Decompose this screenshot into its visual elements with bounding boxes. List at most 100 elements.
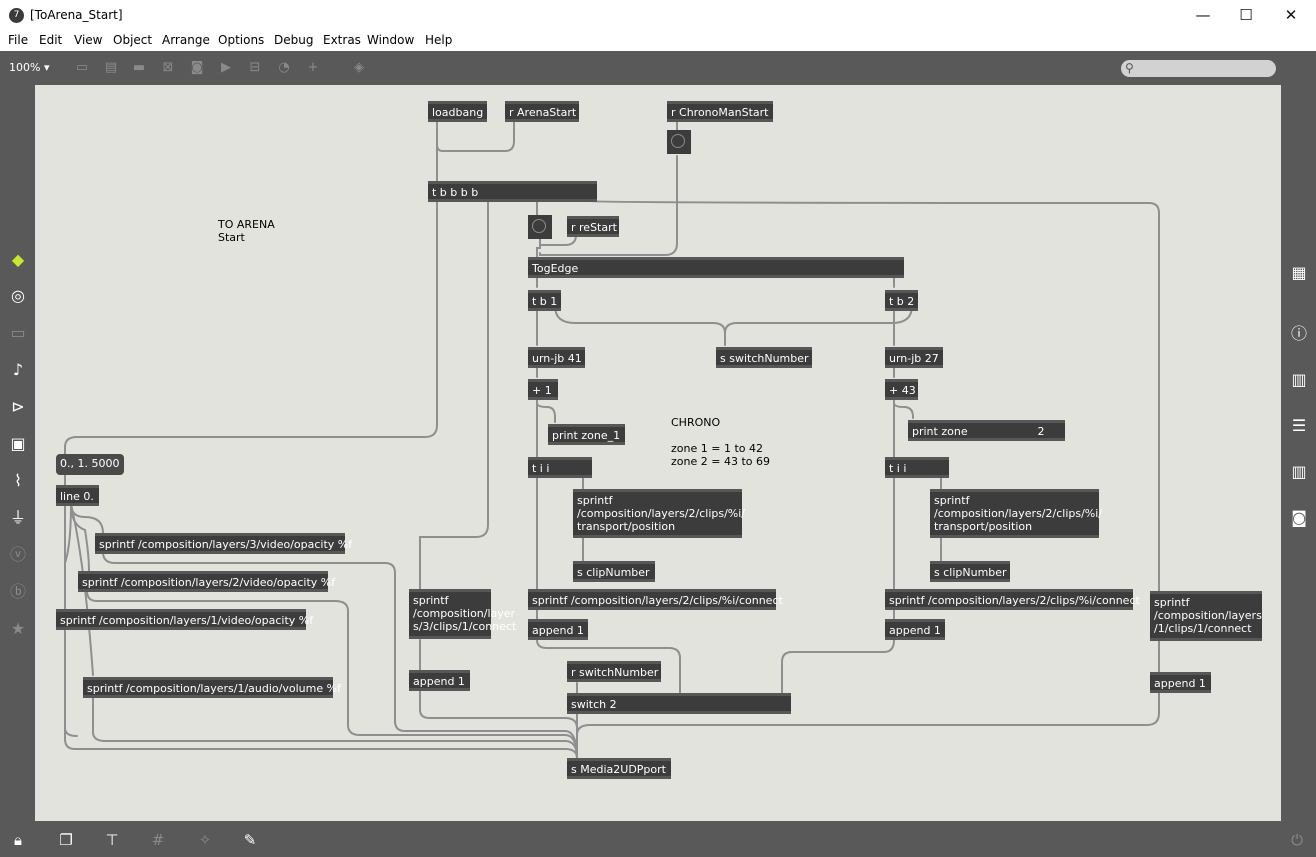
sprintf-layer3-connect[interactable]: sprintf /composition/layer s/3/clips/1/c…	[409, 589, 516, 639]
trigger-b1-object[interactable]: t b 1	[528, 290, 561, 311]
print-zone1-object[interactable]: print zone_1	[548, 424, 625, 445]
menu-help[interactable]: Help	[425, 33, 453, 47]
plus-icon[interactable]: +	[307, 60, 319, 75]
windows-icon[interactable]: ❐	[59, 831, 73, 849]
trigger-bbbb-object[interactable]: t b b b b	[428, 181, 597, 202]
grid-icon[interactable]: #	[151, 831, 165, 849]
menu-options[interactable]: Options	[218, 33, 265, 47]
grid-icon[interactable]: ▦	[1291, 263, 1307, 282]
zoom-select[interactable]: 100% ▾	[9, 61, 50, 74]
plus-43-object[interactable]: + 43	[885, 379, 918, 400]
lock-icon[interactable]: 🔒︎	[14, 831, 22, 849]
sprintf-transport-position-1[interactable]: sprintf /composition/layers/2/clips/%i/ …	[573, 489, 745, 538]
sprintf-clip-connect-2[interactable]: sprintf /composition/layers/2/clips/%i/c…	[885, 589, 1140, 610]
receive-arenastart-object[interactable]: r ArenaStart	[505, 101, 579, 122]
message-icon[interactable]: ▬	[132, 60, 146, 75]
star-icon[interactable]: ★	[10, 619, 26, 638]
send-media2udpport-object[interactable]: s Media2UDPport	[567, 758, 671, 779]
plus-1-object[interactable]: + 1	[528, 379, 558, 400]
presentation-mode-icon[interactable]: ⊤	[105, 831, 119, 849]
menu-edit[interactable]: Edit	[39, 33, 63, 47]
menu-window[interactable]: Window	[367, 33, 415, 47]
sprintf-transport-position-2[interactable]: sprintf /composition/layers/2/clips/%i/ …	[930, 489, 1102, 538]
minimize-button[interactable]: —	[1195, 6, 1211, 24]
presentation-icon[interactable]: ▭	[75, 60, 89, 75]
menu-arrange[interactable]: Arrange	[162, 33, 210, 47]
sprintf-clip-connect-1[interactable]: sprintf /composition/layers/2/clips/%i/c…	[528, 589, 783, 610]
bang-button[interactable]	[528, 215, 552, 239]
send-switchnumber-object[interactable]: s switchNumber	[716, 347, 812, 368]
line-object[interactable]: line 0.	[56, 485, 99, 506]
sprintf-layer3-opacity[interactable]: sprintf /composition/layers/3/video/opac…	[95, 533, 352, 554]
search-input[interactable]: ⚲	[1121, 60, 1276, 77]
trigger-ii-object-2[interactable]: t i i	[885, 457, 949, 478]
switch-2-object[interactable]: switch 2	[567, 693, 791, 714]
patch-cords	[64, 120, 1160, 759]
receive-restart-object[interactable]: r reStart	[567, 216, 619, 237]
patcher-canvas[interactable]: loadbang r ArenaStart r ChronoManStart t…	[35, 85, 1281, 821]
trigger-ii-object-1[interactable]: t i i	[528, 457, 592, 478]
urn-jb-41-object[interactable]: urn-jb 41	[528, 347, 585, 368]
bang-circle-icon	[532, 219, 546, 233]
paperclip-icon[interactable]: ⌇	[14, 471, 22, 490]
menu-extras[interactable]: Extras	[323, 33, 361, 47]
list-icon[interactable]: ☰	[1291, 416, 1307, 435]
slider-icon[interactable]: ⊟	[249, 60, 261, 75]
sprintf-layer1-volume[interactable]: sprintf /composition/layers/1/audio/volu…	[83, 677, 341, 698]
trigger-b2-object[interactable]: t b 2	[885, 290, 918, 311]
close-button[interactable]: ✕	[1284, 6, 1298, 24]
line-message-box[interactable]: 0., 1. 5000	[56, 454, 124, 475]
book-icon[interactable]: ▥	[1291, 370, 1307, 389]
append-object-2[interactable]: append 1	[885, 619, 945, 640]
bottom-toolbar: 🔒︎ ❐ ⊤ # ✧ ✎ ⏻	[0, 821, 1316, 857]
menu-view[interactable]: View	[74, 33, 103, 47]
send-clipnumber-object-1[interactable]: s clipNumber	[573, 561, 655, 582]
urn-jb-27-object[interactable]: urn-jb 27	[885, 347, 943, 368]
wrench-icon[interactable]: ✎	[243, 831, 257, 849]
magic-add-icon[interactable]: ✧	[198, 831, 212, 849]
sprintf-layer2-opacity[interactable]: sprintf /composition/layers/2/video/opac…	[78, 571, 335, 592]
camera-icon[interactable]: ◙	[1291, 508, 1307, 527]
maximize-button[interactable]: ☐	[1239, 6, 1253, 24]
b-icon[interactable]: ⓑ	[9, 582, 26, 601]
power-icon[interactable]: ⏻	[1291, 831, 1303, 849]
image-icon[interactable]: ▣	[10, 434, 26, 453]
target-icon[interactable]: ◎	[11, 286, 25, 305]
to-arena-comment: TO ARENA Start	[218, 218, 275, 244]
button-icon[interactable]: ◙	[190, 60, 204, 75]
append-object-1[interactable]: append 1	[528, 619, 588, 640]
toggle-icon[interactable]: ⊠	[162, 60, 174, 75]
v-icon[interactable]: ⓥ	[9, 545, 26, 564]
reference-icon[interactable]: ▥	[1291, 462, 1307, 481]
dial-icon[interactable]: ◔	[278, 60, 290, 75]
right-sidebar: ▦ ⓘ ▥ ☰ ▥ ◙	[1281, 85, 1316, 821]
bang-button[interactable]	[667, 130, 691, 154]
append-object-3[interactable]: append 1	[409, 670, 470, 691]
receive-switchnumber-object[interactable]: r switchNumber	[567, 661, 661, 682]
play-icon[interactable]: ▶	[221, 60, 231, 75]
patcher-toolbar: 100% ▾ ▭ ▤ ▬ ⊠ ◙ ▶ ⊟ ◔ + ◈ ⚲	[0, 51, 1316, 85]
max-app-icon: 7	[9, 8, 24, 23]
comment-icon[interactable]: ▤	[104, 60, 118, 75]
paint-bucket-icon[interactable]: ◈	[354, 60, 364, 75]
append-object-4[interactable]: append 1	[1150, 672, 1211, 693]
window-title: [ToArena_Start]	[30, 8, 123, 22]
left-sidebar: ◆ ◎ ▭ ♪ ⊳ ▣ ⌇ ⏚ ⓥ ⓑ ★	[0, 85, 35, 821]
togedge-object[interactable]: TogEdge	[528, 257, 904, 278]
menu-object[interactable]: Object	[113, 33, 153, 47]
chrono-comment: CHRONO zone 1 = 1 to 42 zone 2 = 43 to 6…	[671, 416, 770, 468]
menu-file[interactable]: File	[8, 33, 29, 47]
music-note-icon[interactable]: ♪	[12, 360, 24, 379]
menu-debug[interactable]: Debug	[274, 33, 314, 47]
sprintf-layer1-connect[interactable]: sprintf /composition/layers /1/clips/1/c…	[1150, 591, 1262, 641]
info-icon[interactable]: ⓘ	[1290, 324, 1307, 343]
loadbang-object[interactable]: loadbang	[428, 101, 487, 122]
cube-icon[interactable]: ◆	[11, 250, 25, 269]
sprintf-layer1-opacity[interactable]: sprintf /composition/layers/1/video/opac…	[56, 609, 313, 630]
media-icon[interactable]: ⊳	[11, 397, 25, 416]
keyboard-icon[interactable]: ▭	[10, 323, 26, 342]
plug-icon[interactable]: ⏚	[9, 508, 26, 527]
print-zone2-object[interactable]: print zone 2	[908, 420, 1065, 441]
send-clipnumber-object-2[interactable]: s clipNumber	[930, 561, 1010, 582]
receive-chronomanstart-object[interactable]: r ChronoManStart	[667, 101, 773, 122]
